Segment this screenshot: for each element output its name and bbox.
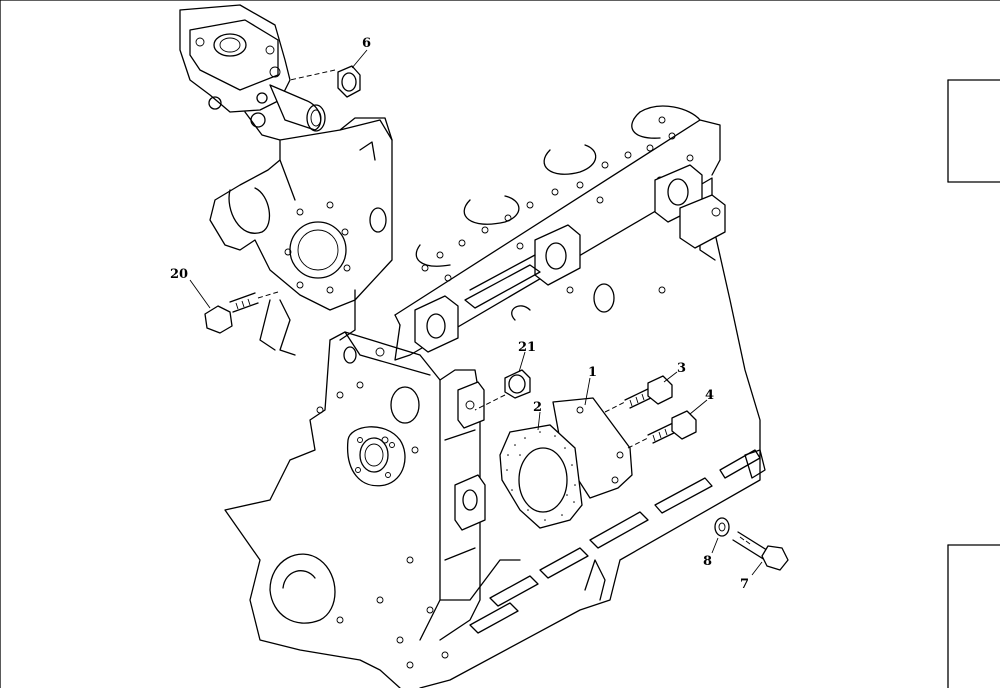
callout-21: 21 [518, 340, 536, 355]
callout-6: 6 [362, 36, 371, 51]
callout-4: 4 [705, 388, 714, 403]
engine-block [394, 105, 766, 688]
leader-lines [189, 49, 763, 576]
bolt-4 [627, 410, 697, 449]
callout-3: 3 [677, 361, 686, 376]
water-pump-housing [179, 4, 393, 356]
bolt-3 [604, 375, 673, 413]
plug-6 [289, 65, 361, 98]
deck-bolt-holes [421, 116, 694, 282]
callout-20: 20 [170, 267, 188, 282]
front-housing [224, 331, 521, 688]
gasket-stipple [506, 431, 576, 521]
bolt-20 [204, 291, 279, 334]
gasket-2 [499, 424, 583, 529]
callout-7: 7 [740, 577, 749, 592]
plug-21 [474, 369, 531, 411]
washer-8 [714, 517, 730, 537]
callout-1: 1 [588, 365, 597, 380]
callout-labels: 1 2 3 4 6 7 8 20 21 [170, 36, 749, 592]
bolt-7 [732, 531, 789, 571]
callout-8: 8 [703, 554, 712, 569]
callout-2: 2 [533, 400, 542, 415]
